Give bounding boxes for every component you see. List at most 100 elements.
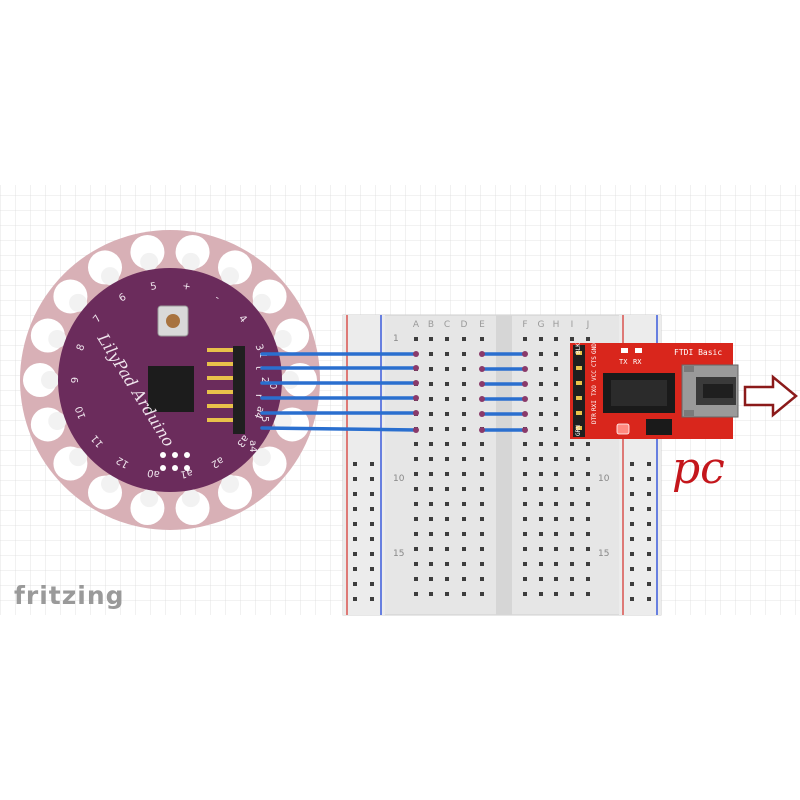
breadboard-hole — [539, 577, 543, 581]
breadboard-hole — [539, 427, 543, 431]
breadboard-hole — [445, 337, 449, 341]
breadboard-hole — [523, 592, 527, 596]
breadboard-hole — [462, 532, 466, 536]
row-number-10: 10 — [393, 474, 405, 484]
header-label-r: r — [253, 394, 264, 399]
rail-hole — [370, 477, 374, 481]
breadboard-hole — [480, 472, 484, 476]
breadboard-hole — [554, 472, 558, 476]
breadboard-hole — [586, 562, 590, 566]
breadboard-hole — [445, 472, 449, 476]
rail-hole — [353, 507, 357, 511]
breadboard-hole — [539, 472, 543, 476]
ftdi-title: FTDI Basic — [674, 348, 722, 357]
petal-label: 2 — [259, 377, 270, 383]
breadboard-hole — [429, 427, 433, 431]
ftdi-pin-label: BLK — [575, 343, 582, 354]
petal-hole — [273, 412, 292, 431]
breadboard-hole — [586, 517, 590, 521]
breadboard-hole — [554, 397, 558, 401]
row-number-1: 1 — [393, 334, 399, 344]
usb-mount-bottom — [684, 410, 694, 416]
breadboard-hole — [480, 577, 484, 581]
ftdi-pin-label: TXO — [591, 385, 598, 396]
breadboard-hole — [462, 562, 466, 566]
breadboard-hole — [554, 592, 558, 596]
column-label: A — [413, 320, 420, 330]
fritzing-watermark: fritzing — [14, 581, 125, 610]
header-label-5: 5 — [259, 416, 270, 422]
petal-hole — [48, 412, 67, 431]
petal-hole — [48, 329, 67, 348]
breadboard-hole — [445, 367, 449, 371]
ftdi-small-component — [646, 419, 672, 435]
breadboard-hole — [429, 367, 433, 371]
column-label: E — [479, 320, 485, 330]
breadboard-hole — [554, 487, 558, 491]
header-label-0: 0 — [267, 383, 278, 389]
petal-label: a2 — [209, 454, 225, 470]
breadboard-hole — [539, 382, 543, 386]
breadboard-hole — [539, 592, 543, 596]
breadboard-hole — [414, 502, 418, 506]
breadboard-hole — [539, 487, 543, 491]
rail-hole — [647, 492, 651, 496]
tx-label: TX — [619, 358, 628, 366]
breadboard-hole — [523, 562, 527, 566]
petal-hole — [252, 293, 271, 312]
rail-hole — [353, 522, 357, 526]
isp-header — [160, 452, 190, 471]
breadboard-hole — [429, 532, 433, 536]
breadboard-hole — [523, 532, 527, 536]
breadboard-hole — [462, 487, 466, 491]
rail-hole — [353, 462, 357, 466]
breadboard-hole — [539, 517, 543, 521]
petal-hole — [140, 252, 159, 271]
breadboard-hole — [570, 547, 574, 551]
rail-hole — [647, 462, 651, 466]
jumper-wires[interactable] — [260, 352, 527, 432]
breadboard-hole — [523, 577, 527, 581]
breadboard-hole — [462, 427, 466, 431]
breadboard-hole — [429, 517, 433, 521]
breadboard-hole — [570, 532, 574, 536]
breadboard-hole — [539, 352, 543, 356]
breadboard-hole — [414, 517, 418, 521]
breadboard-hole — [554, 457, 558, 461]
breadboard-hole — [554, 547, 558, 551]
breadboard-hole — [523, 487, 527, 491]
breadboard-hole — [462, 412, 466, 416]
breadboard-hole — [462, 472, 466, 476]
rail-hole — [647, 537, 651, 541]
breadboard-hole — [445, 562, 449, 566]
breadboard-hole — [554, 577, 558, 581]
ftdi-pin-label: RXI — [591, 400, 598, 411]
ftdi-chip-inner — [611, 380, 667, 406]
breadboard-hole — [586, 532, 590, 536]
breadboard-hole — [429, 487, 433, 491]
petal-label: 4 — [236, 313, 249, 325]
breadboard-hole — [429, 337, 433, 341]
breadboard-hole — [554, 517, 558, 521]
rail-hole — [353, 477, 357, 481]
rail-hole — [353, 552, 357, 556]
breadboard-hole — [554, 532, 558, 536]
breadboard-hole — [570, 577, 574, 581]
breadboard-hole — [462, 502, 466, 506]
rail-hole — [647, 522, 651, 526]
breadboard-hole — [523, 472, 527, 476]
rail-hole — [647, 582, 651, 586]
breadboard-hole — [480, 337, 484, 341]
rx-led — [635, 348, 642, 353]
breadboard-hole — [445, 397, 449, 401]
breadboard-hole — [523, 457, 527, 461]
breadboard-hole — [445, 532, 449, 536]
breadboard-hole — [480, 487, 484, 491]
arrow-right-icon — [743, 374, 798, 418]
petal-label: a1 — [179, 467, 193, 480]
breadboard-hole — [539, 412, 543, 416]
ftdi-pin-label: CTS — [591, 356, 598, 367]
